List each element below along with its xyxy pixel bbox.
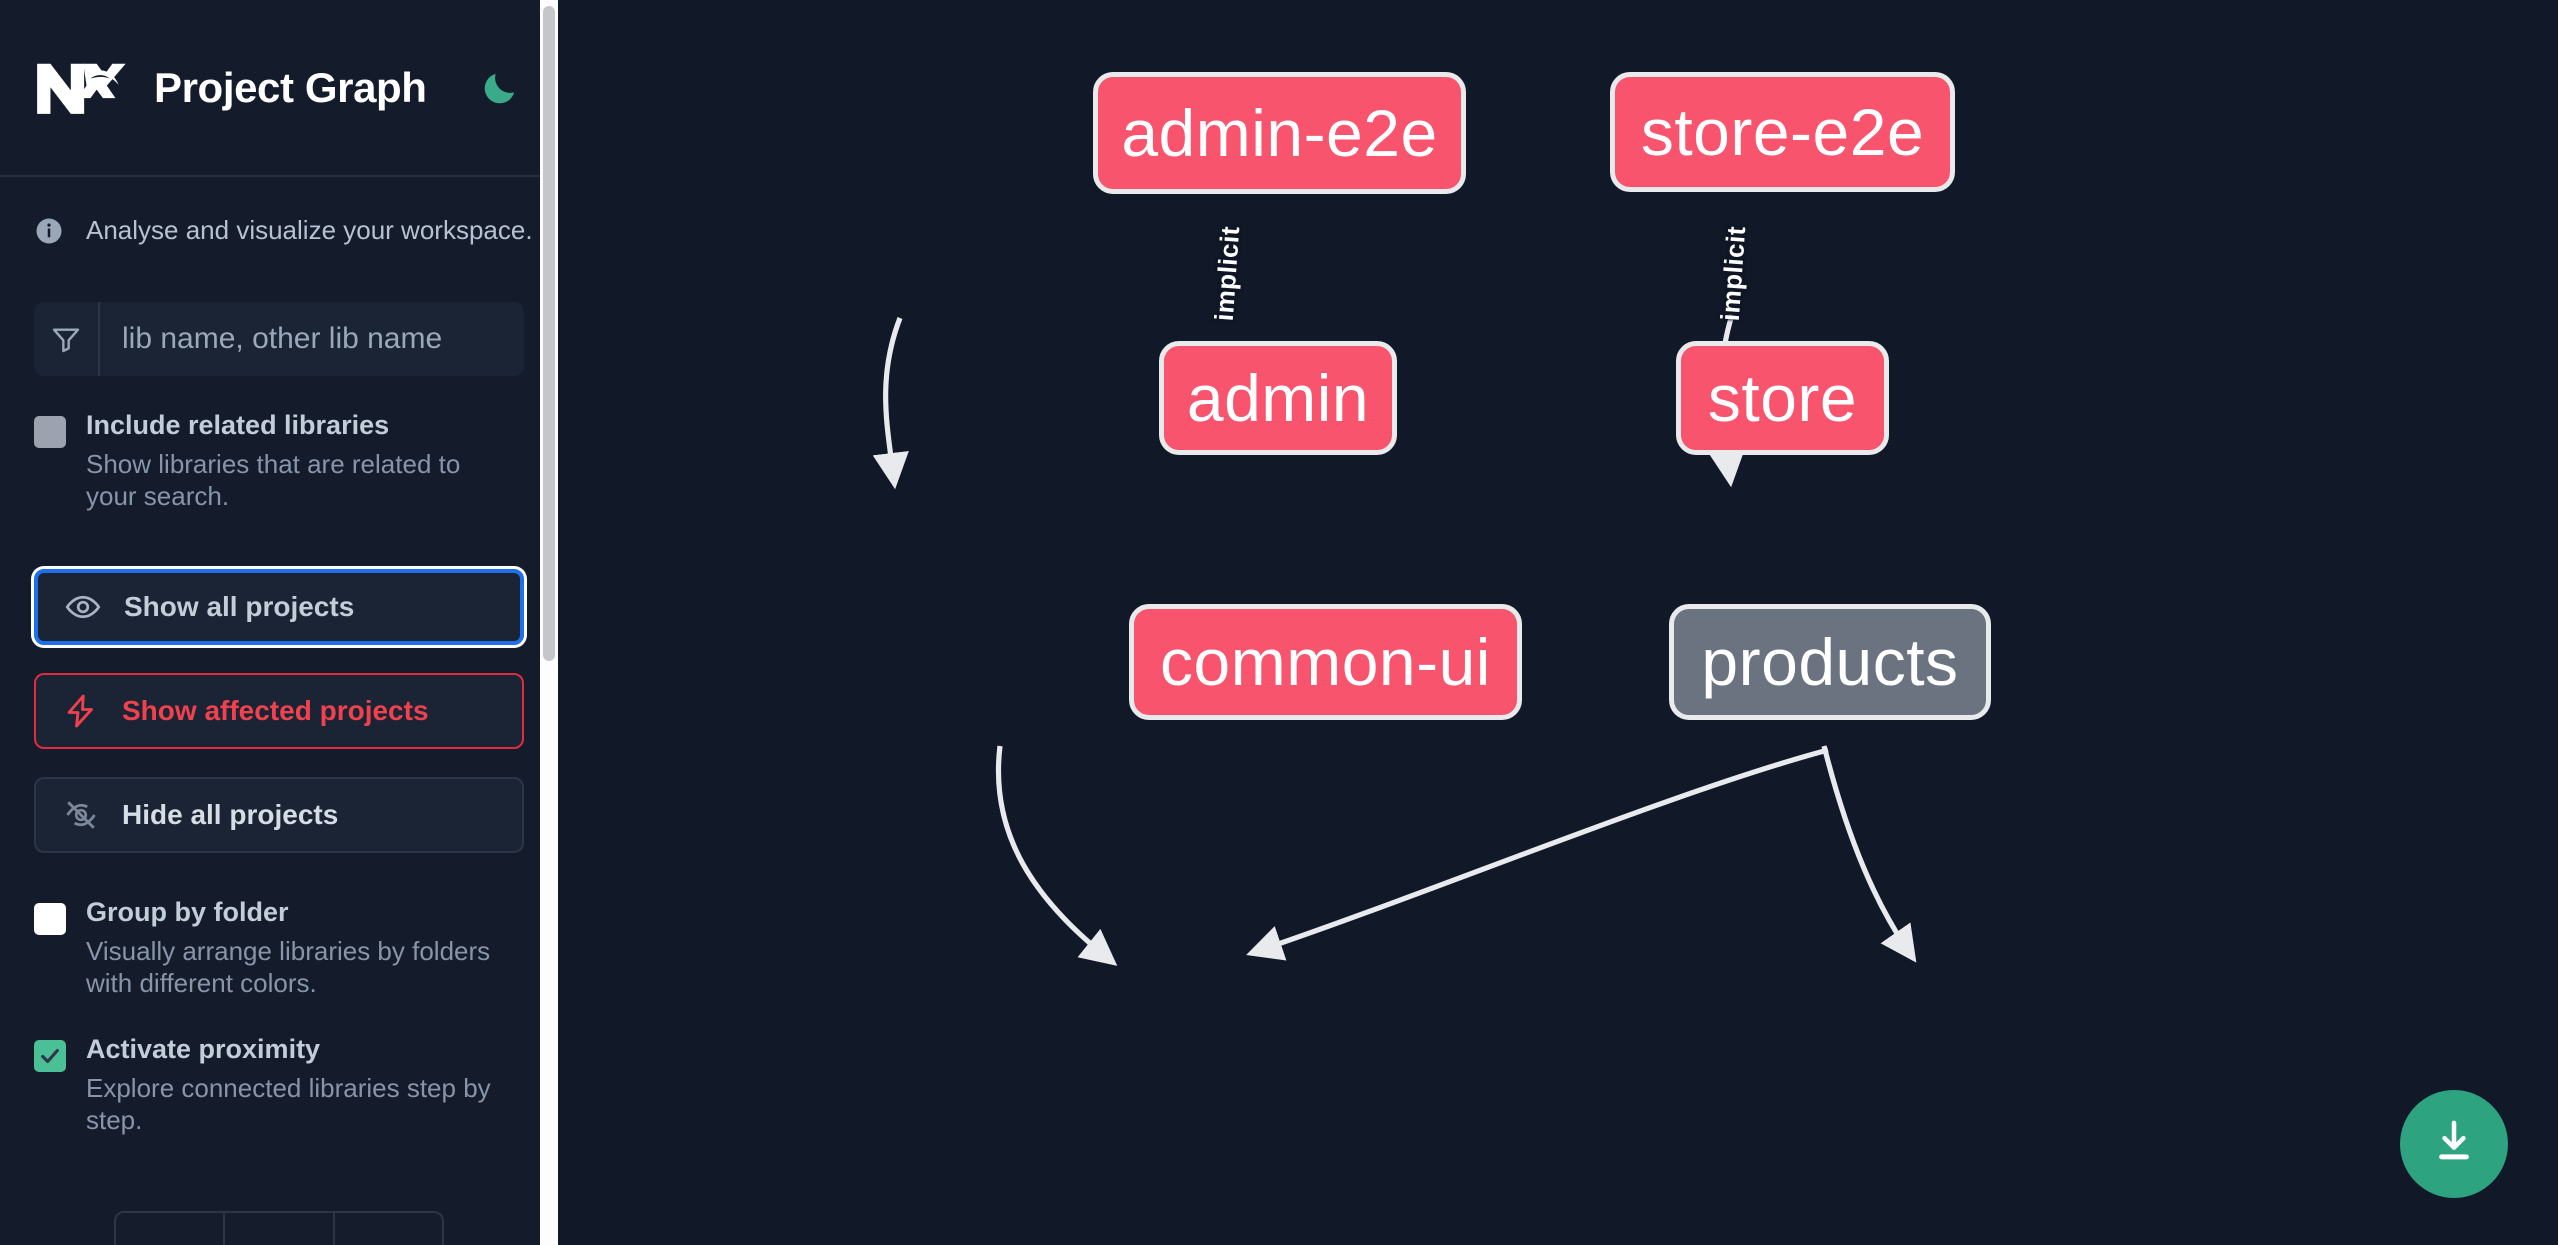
graph-node-store-e2e[interactable]: store-e2e — [1610, 72, 1955, 192]
option-label: Group by folder — [86, 896, 289, 927]
sidebar-body: Analyse and visualize your workspace. In… — [0, 177, 558, 1137]
node-label: store — [1707, 361, 1858, 435]
visibility-button-group: Show all projects Show affected projects — [34, 568, 524, 853]
checkbox-activate-proximity[interactable] — [34, 1039, 66, 1072]
hide-all-projects-label: Hide all projects — [122, 798, 339, 830]
edge-store-to-common-ui — [1246, 747, 1829, 961]
edge-admin-e2e-to-admin — [872, 317, 909, 490]
show-all-projects-button[interactable]: Show all projects — [34, 568, 524, 645]
page-title: Project Graph — [154, 63, 427, 111]
option-label: Include related libraries — [86, 410, 390, 440]
option-description: Visually arrange libraries by folders wi… — [86, 935, 491, 999]
option-description: Explore connected libraries step by step… — [86, 1072, 491, 1136]
graph-node-common-ui[interactable]: common-ui — [1129, 604, 1522, 720]
checkbox-include-related-libraries[interactable] — [34, 416, 66, 448]
node-label: store-e2e — [1640, 95, 1925, 169]
option-activate-proximity[interactable]: Activate proximity Explore connected lib… — [34, 1034, 524, 1137]
show-all-projects-label: Show all projects — [124, 590, 355, 622]
option-label: Activate proximity — [86, 1033, 321, 1064]
sidebar-scrollbar-track[interactable] — [540, 0, 558, 1245]
download-graph-button[interactable] — [2400, 1090, 2508, 1198]
graph-node-store[interactable]: store — [1676, 341, 1889, 455]
download-icon — [2427, 1115, 2481, 1174]
eye-off-icon — [62, 796, 100, 834]
graph-node-admin-e2e[interactable]: admin-e2e — [1093, 72, 1466, 194]
option-group-by-folder[interactable]: Group by folder Visually arrange librari… — [34, 897, 524, 1000]
node-label: common-ui — [1160, 625, 1491, 699]
graph-node-admin[interactable]: admin — [1159, 341, 1397, 455]
show-affected-projects-button[interactable]: Show affected projects — [34, 672, 524, 749]
sidebar: Project Graph Analyse and visualize your… — [0, 0, 558, 1245]
segment-option-2[interactable] — [225, 1213, 335, 1245]
option-description: Show libraries that are related to your … — [86, 448, 461, 512]
lightning-icon — [62, 692, 100, 730]
search-input[interactable] — [100, 302, 524, 376]
nx-logo-icon — [34, 58, 128, 118]
edge-store-to-products — [1821, 745, 1917, 963]
graph-edges — [872, 314, 1917, 966]
graph-node-products[interactable]: products — [1669, 604, 1991, 720]
node-label: admin-e2e — [1121, 96, 1438, 170]
info-icon — [34, 216, 64, 246]
search-field[interactable] — [34, 302, 524, 376]
graph-canvas[interactable]: admin-e2e store-e2e admin store common-u… — [558, 0, 2558, 1245]
checkbox-group-by-folder[interactable] — [34, 902, 66, 935]
segment-option-1[interactable] — [116, 1213, 226, 1245]
node-label: admin — [1186, 361, 1370, 435]
edge-admin-to-common-ui — [996, 745, 1118, 966]
hide-all-projects-button[interactable]: Hide all projects — [34, 776, 524, 853]
show-affected-projects-label: Show affected projects — [122, 694, 429, 726]
check-icon — [41, 1048, 59, 1063]
moon-icon[interactable] — [477, 65, 523, 111]
layout-segmented-control[interactable] — [114, 1211, 444, 1245]
filter-icon — [34, 302, 100, 376]
sidebar-header: Project Graph — [0, 0, 558, 177]
segment-option-3[interactable] — [335, 1213, 442, 1245]
node-label: products — [1701, 625, 1959, 699]
tagline-text: Analyse and visualize your workspace. — [86, 215, 533, 245]
tagline: Analyse and visualize your workspace. — [34, 177, 533, 256]
eye-icon — [64, 588, 102, 626]
option-include-related-libraries[interactable]: Include related libraries Show libraries… — [34, 410, 524, 513]
sidebar-scrollbar-thumb[interactable] — [543, 6, 555, 661]
